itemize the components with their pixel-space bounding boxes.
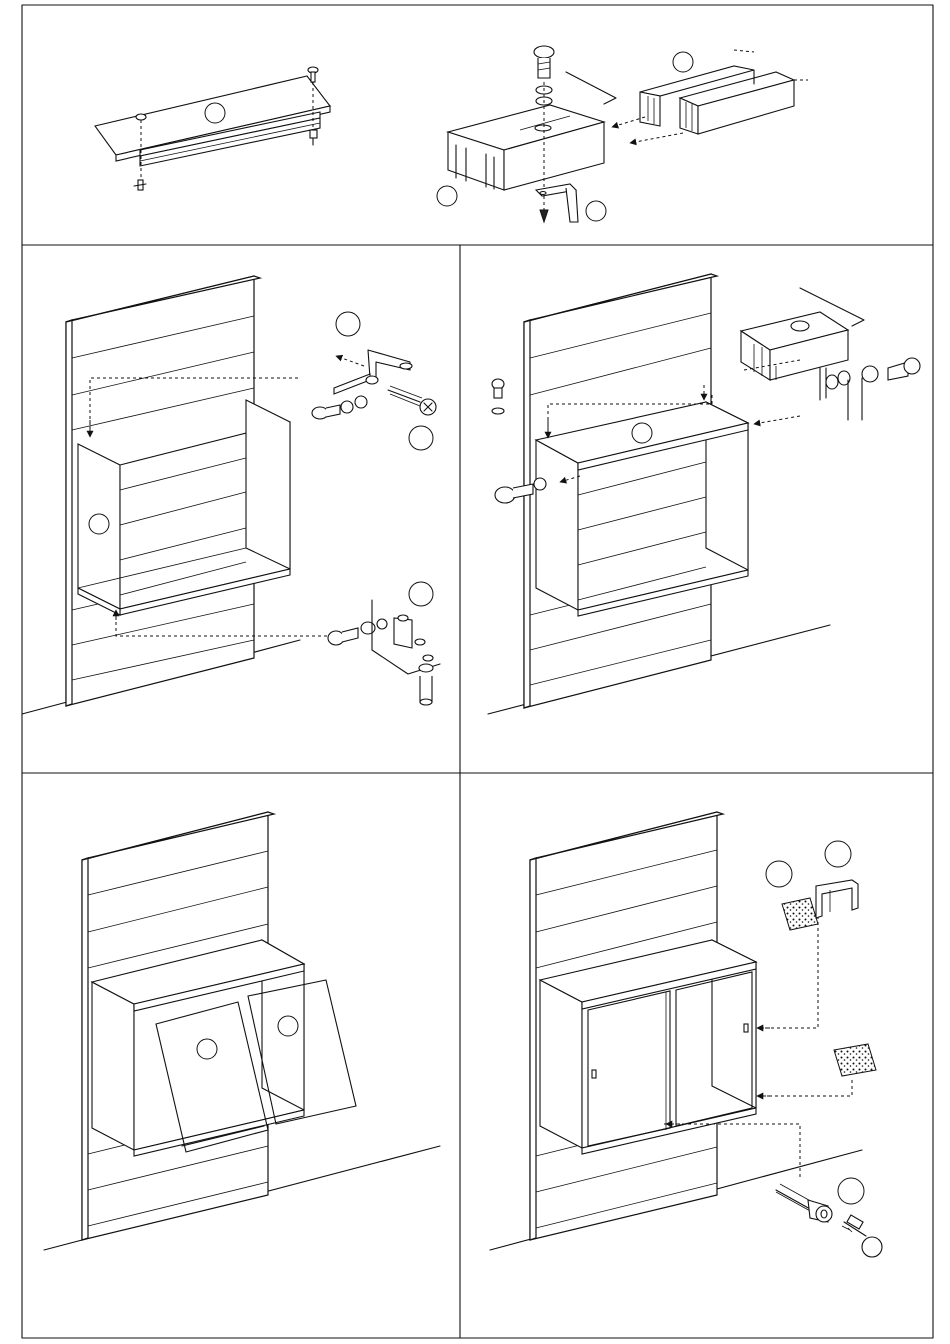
- step-1-rail-assembly: [437, 46, 808, 222]
- step-1-rail-plate: [95, 67, 330, 190]
- callout-14: [838, 1178, 864, 1204]
- callout-13: [825, 841, 851, 867]
- callout-5: [89, 514, 109, 534]
- callout-3: [586, 201, 606, 221]
- step-4-door-panels: [44, 812, 440, 1250]
- callout-10: [197, 1039, 217, 1059]
- callout-2: [437, 186, 457, 206]
- callout-6: [336, 312, 360, 336]
- step-5-finished-cabinet: [490, 812, 882, 1257]
- callout-8: [409, 582, 433, 606]
- step-3-wall-cabinet-top: [488, 274, 920, 714]
- step-2-wall-cabinet: [22, 276, 440, 714]
- callout-11: [278, 1016, 298, 1036]
- callout-4: [673, 52, 693, 72]
- callout-9: [632, 423, 652, 443]
- callout-7: [409, 426, 433, 450]
- callout-12: [766, 861, 792, 887]
- callout-1: [205, 103, 225, 123]
